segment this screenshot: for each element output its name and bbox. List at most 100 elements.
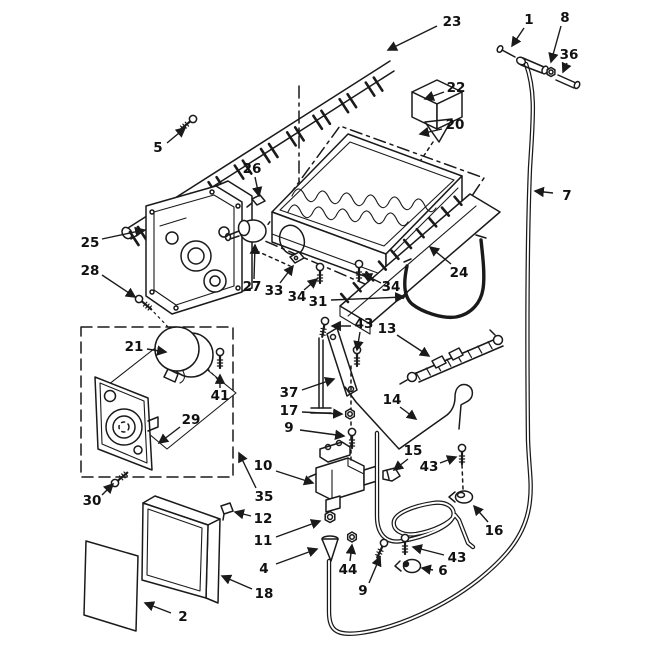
callout-31: 31 xyxy=(309,294,328,310)
alignment-line-clamp16 xyxy=(461,464,464,490)
callout-leader-44 xyxy=(345,543,357,562)
stripper-tooth xyxy=(453,195,463,207)
callout-8: 8 xyxy=(560,10,569,26)
callout-5: 5 xyxy=(153,140,162,156)
callout-leader-8 xyxy=(548,25,562,64)
clamp-15 xyxy=(382,467,401,482)
callout-18: 18 xyxy=(255,586,274,602)
callout-leader-14 xyxy=(399,406,418,420)
callout-44: 44 xyxy=(339,562,358,578)
module-gear-large xyxy=(180,240,212,272)
ice-container xyxy=(141,495,221,604)
clamp-16 xyxy=(448,490,474,504)
mold-alignment-outline xyxy=(257,125,485,301)
callout-4: 4 xyxy=(259,561,268,577)
callout-leader-37 xyxy=(301,376,336,391)
fill-tube-fittings xyxy=(321,535,339,562)
ejector-tooth xyxy=(364,81,376,97)
callout-34a: 34 xyxy=(288,289,307,305)
stripper-tooth xyxy=(440,206,451,217)
water-inlet-valve xyxy=(308,439,378,513)
stripper-tooth xyxy=(339,292,350,304)
screw-9-arm xyxy=(347,427,357,450)
callout-leader-30 xyxy=(101,482,115,496)
callout-leader-34a xyxy=(303,277,319,291)
callout-14: 14 xyxy=(383,392,402,408)
rail-hatch-tick xyxy=(466,349,473,359)
callout-leader-10 xyxy=(275,470,315,486)
callout-leader-21 xyxy=(146,345,168,356)
callout-33: 33 xyxy=(265,283,284,299)
ejector-tooth xyxy=(338,97,350,114)
callout-15: 15 xyxy=(404,443,423,459)
callout-12: 12 xyxy=(254,511,273,527)
wireform-bracket-14 xyxy=(344,383,474,450)
callout-leader-43b xyxy=(439,455,458,466)
mounting-rail-13 xyxy=(399,329,504,385)
screw-43-heater-left xyxy=(400,533,410,556)
callout-leader-23 xyxy=(386,25,438,51)
ejector-tooth xyxy=(267,142,279,159)
stripper-tooth xyxy=(352,281,362,293)
module-motor-cam xyxy=(224,219,267,243)
retainer-pin-1 xyxy=(496,44,504,54)
callout-leader-2 xyxy=(143,601,172,614)
callout-41: 41 xyxy=(211,388,230,404)
fill-cup-funnel xyxy=(424,118,453,143)
callout-6: 6 xyxy=(438,563,447,579)
callout-leader-33 xyxy=(279,264,294,284)
mold-cavity-waves xyxy=(291,188,437,213)
callout-leader-35 xyxy=(238,451,257,489)
callout-leader-17 xyxy=(301,408,344,419)
callout-37: 37 xyxy=(280,385,299,401)
callout-43a: 43 xyxy=(355,316,374,332)
valve-body xyxy=(315,457,365,501)
module-gear-small xyxy=(203,269,227,293)
callout-leader-16 xyxy=(472,504,489,523)
callout-leader-31 xyxy=(330,292,406,303)
callout-leader-22 xyxy=(423,90,445,101)
callout-10: 10 xyxy=(254,458,273,474)
stripper-tooth xyxy=(377,260,388,271)
callout-leader-13 xyxy=(396,334,431,357)
rail-hatch-tick xyxy=(487,341,493,350)
water-supply-tube xyxy=(326,61,536,636)
callout-29: 29 xyxy=(182,412,201,428)
callout-leader-6 xyxy=(420,564,434,575)
ejector-tooth xyxy=(259,147,271,164)
wire-harness xyxy=(403,234,487,320)
callout-leader-4 xyxy=(275,547,319,565)
callout-34b: 34 xyxy=(382,279,401,295)
callout-35: 35 xyxy=(255,489,274,505)
ejector-tooth xyxy=(233,164,245,180)
callout-22: 22 xyxy=(447,80,466,96)
callout-leader-1 xyxy=(511,27,525,48)
ejector-tooth xyxy=(372,76,384,92)
screw-5 xyxy=(179,114,198,131)
callout-25: 25 xyxy=(81,235,100,251)
callout-leader-5 xyxy=(166,126,187,144)
callout-leader-25 xyxy=(101,226,146,240)
callout-9a: 9 xyxy=(284,420,293,436)
callout-26: 26 xyxy=(243,161,262,177)
stripper-tooth xyxy=(428,217,438,228)
callout-30: 30 xyxy=(83,493,102,509)
callout-17: 17 xyxy=(280,403,299,419)
stripper-tooth xyxy=(415,227,425,239)
callout-leader-12 xyxy=(233,509,252,520)
screw-9-valve xyxy=(375,538,389,559)
ejector-tooth xyxy=(312,114,324,131)
callout-16: 16 xyxy=(485,523,504,539)
callout-7: 7 xyxy=(562,188,571,204)
retainer-pin-shaft xyxy=(501,49,516,58)
ejector-tooth xyxy=(320,109,332,126)
ejector-tooth xyxy=(346,92,358,109)
callout-28: 28 xyxy=(81,263,100,279)
callout-leader-9b xyxy=(368,555,382,584)
drive-module-housing xyxy=(145,180,253,315)
callout-1: 1 xyxy=(524,12,533,28)
ejector-tooth xyxy=(293,126,306,142)
